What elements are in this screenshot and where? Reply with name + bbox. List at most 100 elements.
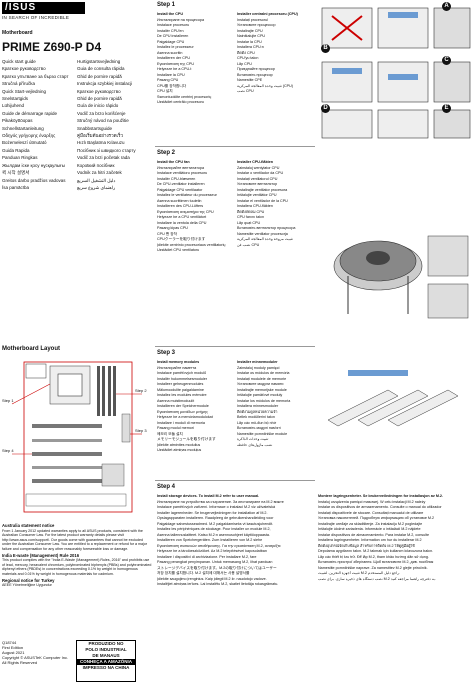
step-instruction: Instalace procesoru [157,23,190,27]
step-instruction: Εγκατάσταση μονάδων μνήμης [157,409,208,414]
layout-title: Motherboard Layout [2,346,60,352]
quick-start-title: Ghid de pornire rapidă [77,96,122,102]
quick-start-title: Stručný návod na použitie [77,118,129,124]
step-instruction: Instalați procesorul [237,17,268,22]
step-instruction: Namestite CPE [237,78,263,82]
step-instruction: Uzstādiet CPU ventilatoru [157,248,200,252]
step-instruction: Install the CPU fan [157,160,190,164]
step-instruction: Installare la ventola della CPU [157,220,207,225]
figures-column: A B C D E Montere lagringsenheter. Se br… [318,0,474,688]
step-instruction: Inštalujte ventilátor CPU [237,193,277,197]
step-instruction: Installieren von Speichergeräten. Zum In… [157,538,263,542]
step-instruction: Instalar dispositivos de almacenamiento.… [318,532,430,537]
step-instruction: Nainštalujte CPU [237,34,266,38]
layout-step-label-2: Step 2 [135,388,147,393]
step-instruction: تثبيت وحدة المعالجة المركزية (CPU) [237,83,294,88]
step-instruction: CPU를 장착합니다 [157,83,187,88]
step-instruction: ติดตั้ง CPU [237,50,255,55]
quick-start-title: راهنمای شروع سریع [77,184,116,190]
step-instruction: Εγκατάσταση της CPU [157,61,195,66]
step-instruction: Inštalujte pamäťové moduly [237,393,283,397]
model-title: PRIME Z690-P D4 [2,40,102,54]
step-instruction: Installer centralni procesoru (CPU) [237,12,298,16]
quick-start-title: Οδηγός γρήγορης έναρξης [2,133,56,139]
step-instruction: Lắp quạt CPU [237,220,261,225]
step-instruction: نصب دستگاه های ذخیره سازی. برای نصب M.2 … [318,576,436,581]
step-instruction: Инсталиране на процесора [157,17,205,22]
step-instruction: Instalar os dispositivos de armazenament… [318,505,442,509]
cpu-fan-install-figure [333,235,469,319]
step-instruction: نصب ماژول‌های حافظه [237,442,273,447]
left-column: /ISUS IN SEARCH OF INCREDIBLE Motherboar… [0,0,153,688]
quick-start-title: Vodič za brzo korišćenje [77,110,126,116]
step-instruction: Helyezze be a tárolóeszközöket. Az M.2 t… [157,549,267,553]
step-instruction: Instalați dispozitivele de stocare. Cons… [318,510,424,515]
quick-start-title: Кορotкий посібник [77,162,115,168]
step-instruction: Instalace ventilátoru procesoru [157,171,208,175]
asus-logo: /ISUS [2,2,85,14]
step-instruction: تثبيت أجهزة التخزين. لتثبيت M.2 راجع دلي… [318,571,401,575]
step-instruction: Pasang modul memori [157,426,194,430]
step-instruction: Instalați ventilatorul CPU [237,176,278,181]
note-title: Regional notice for Turkey [2,577,55,583]
step-instruction: ติดตั้งโมดูลหน่วยความจำ [237,409,278,414]
step-instruction: Opslagapparaten installeren. Raadpleeg d… [157,516,274,520]
step-instruction: Namestite pomnilniške naprave. Za namest… [318,565,428,570]
step-4-left-list: Install storage devices. To install M.2 … [157,494,315,588]
note-title: Australia statement notice [2,523,55,528]
quick-start-title: Pikaköyttöopas [2,118,33,124]
step-instruction: Įdiekite saugojimo įrenginius. Kaip įdie… [157,576,267,581]
step-instruction: Приєднайте процесор [237,67,275,71]
step-instruction: ติดตั้งพัดลม CPU [237,209,265,214]
step-instruction: Įdiekite centrinio procesoriaus ventilia… [157,242,226,247]
step-instruction: CPU 팬 장착 [157,231,178,236]
copyright: Copyright © ASUSTeK Computer Inc. All Ri… [2,655,69,665]
quick-start-title: Snelstartgids [2,96,29,102]
badge-line: CONHEÇA A AMAZÔNIA [77,659,135,665]
figure-label: A [442,2,451,11]
motherboard-layout-diagram [11,361,142,513]
quick-start-title: Посібник зі швидкого старту [77,147,136,153]
step-instruction: CPU'yu takın [237,56,259,60]
step-instruction: Asenna muistimoduulit [157,398,195,403]
step-instruction: Install the CPU [157,12,184,16]
step-instruction: Instalați modulele de memorie [237,376,287,381]
step-instruction: Installieren der CPU [157,56,190,60]
note-text: AEEE Yönetmeliğine Uygundur [2,583,52,588]
step-instruction: تثبيت مروحة وحدة المعالجة المركزية [237,237,293,241]
step-instruction: Ssmontuoklite centrinį procesorių [157,94,212,99]
quick-start-title: Quick start guide [2,59,36,64]
date: August 2021 [2,650,25,655]
step-instruction: Установите процессор [237,23,276,27]
step-instruction: Installer minnemoduler [237,360,278,364]
step-instruction: تثبيت وحدات الذاكرة [237,437,269,441]
figure-label: C [442,56,451,65]
step-instruction: Uzstādiet atmiņas moduļus [157,448,202,452]
divider [155,480,315,481]
step-instruction: Zainstaluj wentylator CPU [237,165,280,170]
step-instruction: CPU fanını takın [237,215,265,219]
step-instruction: Lắp CPU [237,61,252,66]
step-instruction: Install storage devices. To install M.2 … [157,494,260,498]
step-instruction: Inštalujte úložné zariadenia. Informácie… [318,527,421,531]
step-instruction: Instalirajte memorijske module [237,387,287,392]
step-instruction: Install memory modules [157,360,200,364]
step-instruction: Instalējiet atmiņas ierīces. Lai instalē… [157,582,279,586]
step-instruction: Installieren der Speichermodule [157,404,209,408]
step-instruction: ติดตั้งอุปกรณ์จัดเก็บข้อมูล สำหรับการติด… [318,543,415,548]
badge-line: POLO INDUSTRIAL [85,647,127,652]
quick-start-title: Vodnik za hitri začetek [77,170,122,176]
cpu-install-figure [321,7,471,139]
